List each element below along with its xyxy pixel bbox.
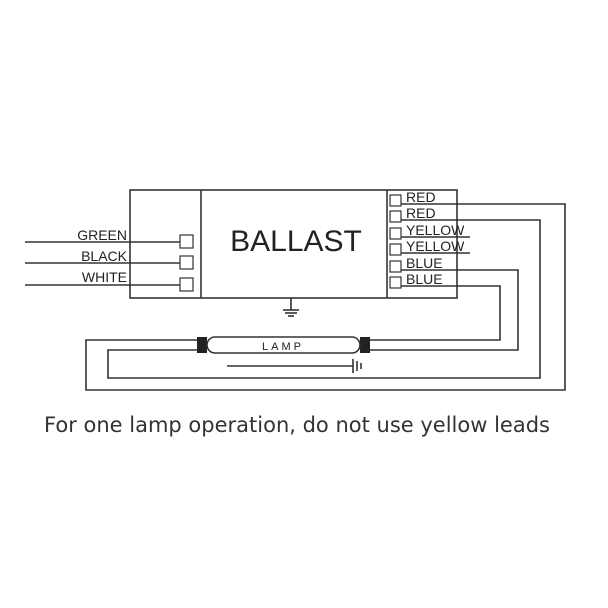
lead-label-red-1: RED bbox=[406, 189, 436, 205]
lead-label-blue-1: BLUE bbox=[406, 255, 443, 271]
right-terminals bbox=[389, 194, 402, 289]
lead-label-yellow-2: YELLOW bbox=[406, 238, 465, 254]
ballast-title: BALLAST bbox=[230, 225, 362, 258]
ballast-box bbox=[129, 189, 458, 299]
ground-symbol bbox=[283, 298, 299, 317]
lead-label-blue-2: BLUE bbox=[406, 271, 443, 287]
lamp-wiring bbox=[85, 203, 566, 391]
lead-label-white: WHITE bbox=[82, 269, 127, 285]
lead-label-red-2: RED bbox=[406, 205, 436, 221]
left-lead-black bbox=[25, 255, 194, 270]
caption-text: For one lamp operation, do not use yello… bbox=[44, 413, 550, 437]
lamp-tube bbox=[197, 336, 370, 354]
lead-label-green: GREEN bbox=[77, 227, 127, 243]
lead-label-black: BLACK bbox=[81, 248, 128, 264]
right-lead-lines bbox=[401, 203, 470, 287]
left-lead-white bbox=[25, 277, 194, 292]
lamp-label: LAMP bbox=[262, 341, 304, 353]
left-lead-green bbox=[25, 234, 194, 249]
lamp-ground-symbol bbox=[227, 359, 362, 373]
lead-label-yellow-1: YELLOW bbox=[406, 222, 465, 238]
